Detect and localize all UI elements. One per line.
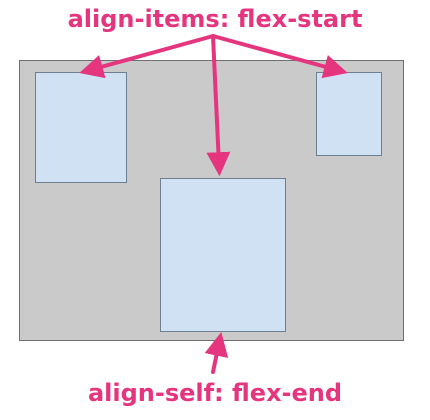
arrow-to-flex-end-item: [204, 332, 229, 374]
flex-item-middle: [160, 178, 286, 332]
align-self-label: align-self: flex-end: [87, 379, 343, 407]
flex-item-right: [316, 72, 382, 156]
flex-container: [19, 60, 404, 341]
flex-item-left: [35, 72, 127, 183]
align-items-label: align-items: flex-start: [67, 5, 363, 33]
